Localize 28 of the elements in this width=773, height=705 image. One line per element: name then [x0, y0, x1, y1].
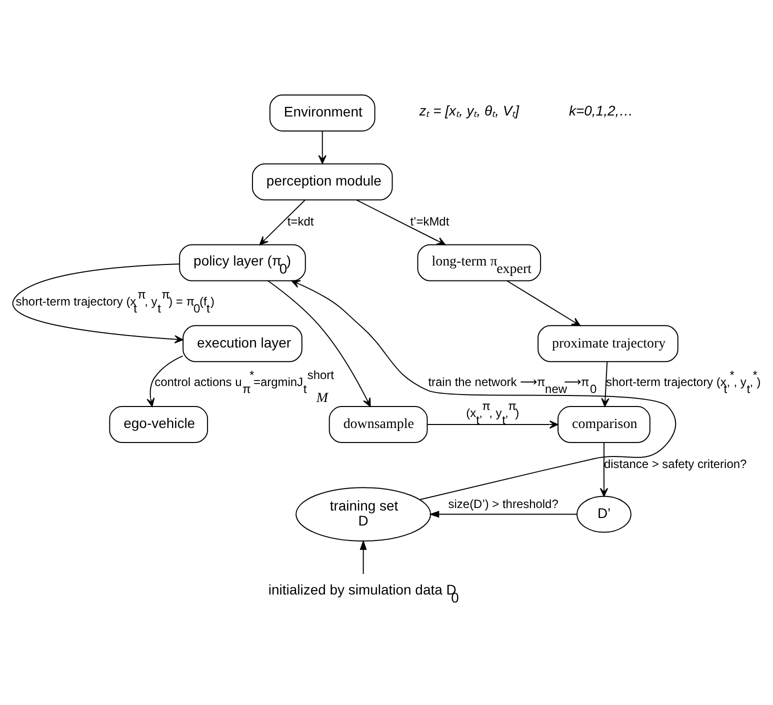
arrow [146, 355, 184, 407]
node-box: execution layer [182, 325, 302, 362]
arrow [426, 420, 558, 429]
arrow [506, 280, 581, 326]
label: zₜ = [xₜ, yₜ, θₜ, Vₜ] [419, 102, 520, 119]
edge-label: t=kdt [287, 214, 314, 228]
label: k=0,1,2,… [569, 102, 634, 119]
arrow [12, 264, 184, 344]
node-ellipse: training set D [296, 487, 432, 542]
node-ellipse: D’ [576, 496, 632, 533]
node-box: comparison [558, 406, 650, 443]
arrow [291, 280, 676, 500]
node-box: proximate trajectory [538, 325, 678, 362]
arrow [259, 199, 306, 246]
edge-label: distance > safety criterion? [604, 457, 747, 472]
node-box: perception module [252, 163, 393, 200]
arrow [429, 510, 578, 518]
arrow [601, 361, 610, 407]
node-box: downsample [328, 406, 428, 443]
node-box: Environment [269, 94, 376, 132]
edge-label: size(D’) > threshold? [448, 496, 558, 511]
node-box: ego-vehicle [109, 406, 208, 443]
arrow [600, 442, 608, 497]
arrow [356, 199, 446, 246]
arrow [318, 130, 326, 164]
edge-label: t’=kMdt [410, 214, 450, 228]
arrow [267, 280, 371, 407]
arrow [360, 540, 367, 574]
